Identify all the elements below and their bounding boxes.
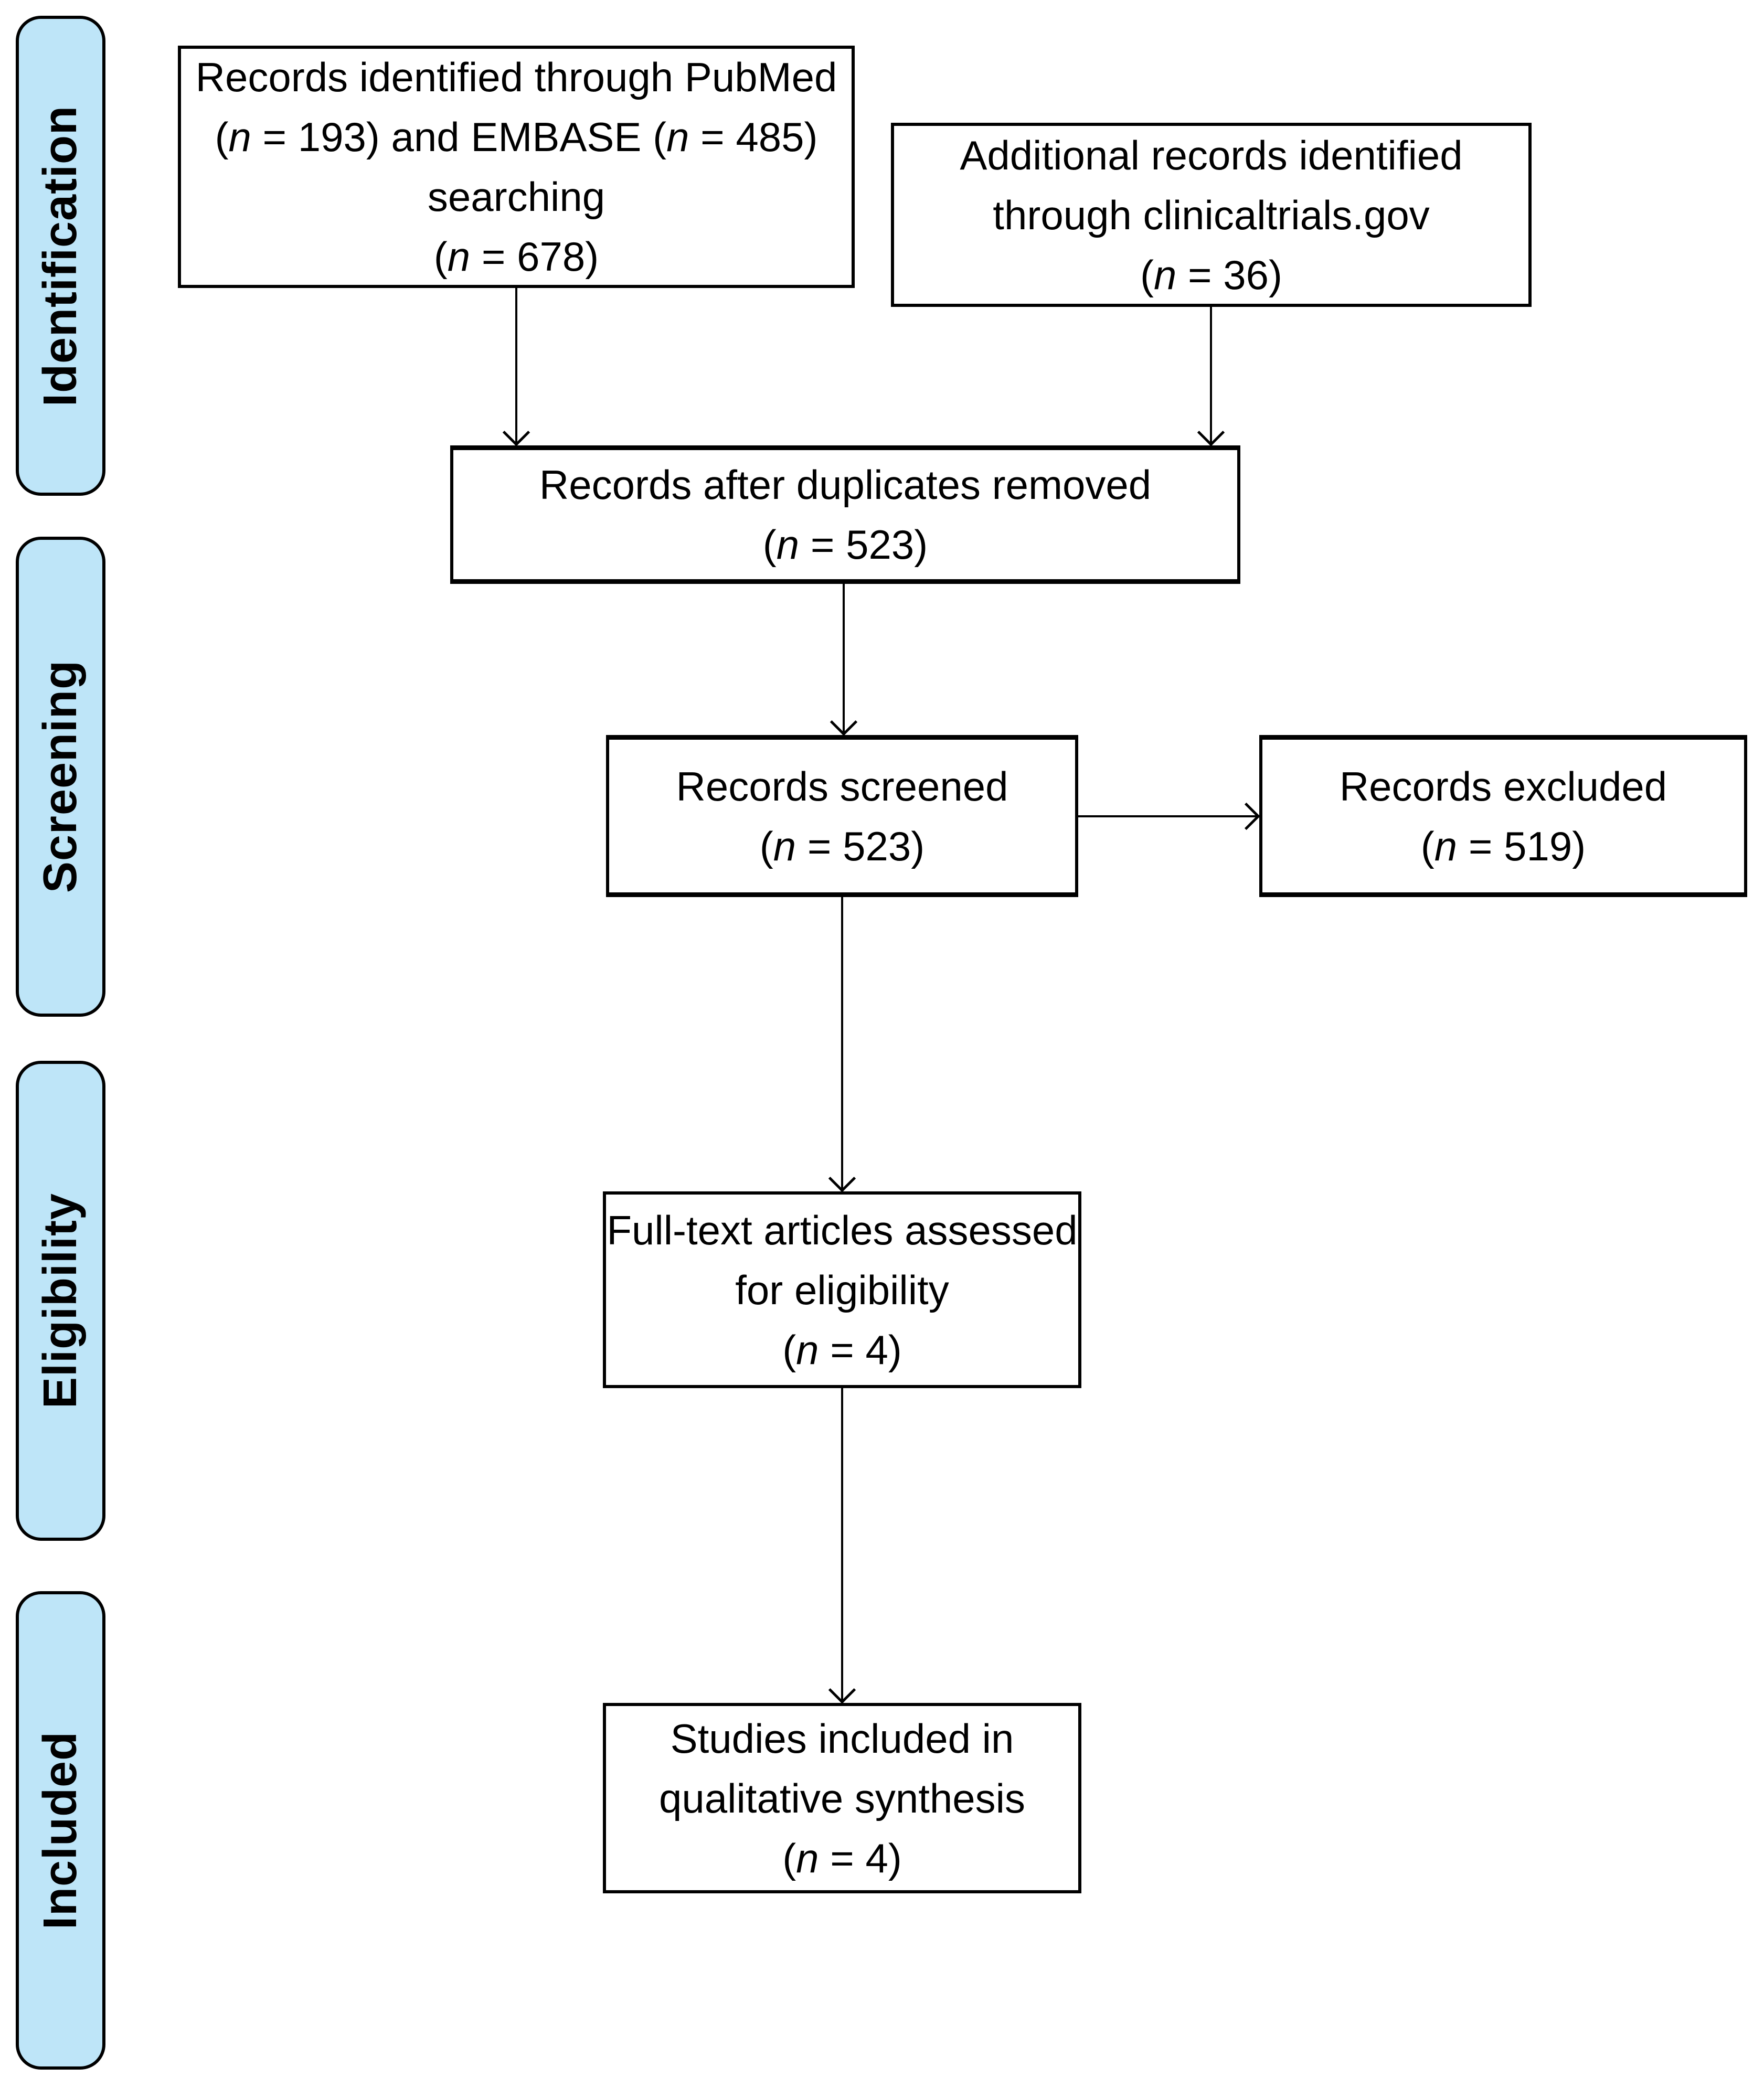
arrowhead-down-icon [828, 1676, 856, 1704]
box-studies-included-line-3: (n = 4) [782, 1835, 902, 1881]
arrow-duplicates-to-screened [830, 584, 858, 736]
box-additional-records-line-3: (n = 36) [1140, 251, 1282, 298]
box-records-excluded-line-1: Records excluded [1339, 763, 1667, 809]
stage-eligibility-label: Eligibility [34, 1192, 87, 1409]
stage-screening: Screening [16, 537, 105, 1017]
box-additional-records: Additional records identified through cl… [891, 123, 1532, 307]
arrow-fulltext-to-included [828, 1388, 856, 1704]
box-studies-included: Studies included in qualitative synthesi… [603, 1703, 1081, 1893]
stage-screening-label: Screening [34, 660, 87, 893]
arrow-clinicaltrials-to-duplicates [1197, 307, 1225, 446]
arrowhead-down-icon [830, 708, 858, 736]
box-fulltext-assessed-line-2: for eligibility [735, 1266, 949, 1313]
arrow-shaft [841, 897, 843, 1191]
arrowhead-down-icon [502, 419, 530, 446]
arrowhead-right-icon [1232, 802, 1260, 830]
box-records-excluded: Records excluded (n = 519) [1259, 735, 1747, 897]
arrow-screened-to-fulltext [828, 897, 856, 1192]
box-duplicates-removed-line-1: Records after duplicates removed [539, 462, 1152, 508]
arrow-shaft [515, 288, 517, 445]
box-studies-included-line-2: qualitative synthesis [658, 1775, 1026, 1821]
arrowhead-down-icon [828, 1165, 856, 1192]
box-records-screened-line-1: Records screened [676, 763, 1008, 809]
arrow-identified-to-duplicates [502, 288, 530, 446]
box-duplicates-removed-line-2: (n = 523) [762, 521, 928, 568]
arrow-shaft [1210, 307, 1212, 445]
box-records-identified: Records identified through PubMed (n = 1… [178, 46, 855, 288]
arrowhead-down-icon [1197, 419, 1225, 446]
box-records-identified-line-2: (n = 193) and EMBASE (n = 485) [215, 114, 818, 160]
arrow-shaft [843, 584, 845, 735]
stage-identification: Identification [16, 16, 105, 496]
stage-included: Included [16, 1591, 105, 2070]
stage-eligibility: Eligibility [16, 1061, 105, 1541]
stage-included-label: Included [34, 1731, 87, 1930]
box-studies-included-line-1: Studies included in [670, 1715, 1014, 1762]
box-duplicates-removed: Records after duplicates removed (n = 52… [450, 445, 1240, 584]
box-records-excluded-line-2: (n = 519) [1420, 823, 1586, 869]
stage-identification-label: Identification [34, 105, 87, 407]
box-additional-records-line-1: Additional records identified [960, 132, 1463, 178]
box-fulltext-assessed-line-1: Full-text articles assessed [607, 1207, 1078, 1253]
arrow-shaft [1078, 815, 1259, 817]
arrow-shaft [841, 1388, 843, 1703]
arrow-screened-to-excluded [1078, 802, 1260, 830]
box-fulltext-assessed-line-3: (n = 4) [782, 1326, 902, 1373]
box-records-identified-line-3: searching [427, 174, 605, 220]
box-records-identified-line-4: (n = 678) [433, 233, 599, 280]
box-records-identified-line-1: Records identified through PubMed [195, 54, 837, 100]
box-records-screened-line-2: (n = 523) [759, 823, 925, 869]
box-records-screened: Records screened (n = 523) [606, 735, 1078, 897]
box-fulltext-assessed: Full-text articles assessed for eligibil… [603, 1191, 1081, 1388]
box-additional-records-line-2: through clinicaltrials.gov [993, 191, 1430, 238]
